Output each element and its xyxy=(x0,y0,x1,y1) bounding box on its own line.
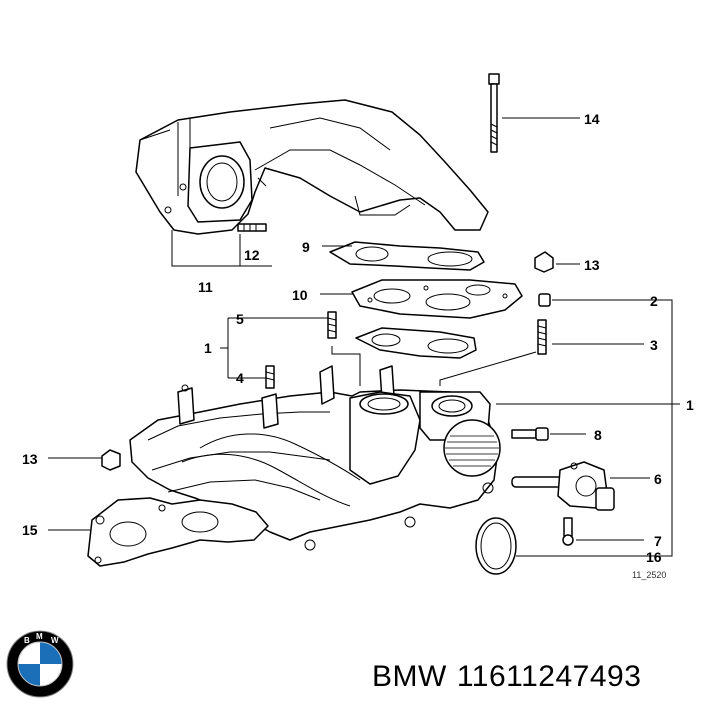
stud-5 xyxy=(327,311,337,339)
bolt-8 xyxy=(511,427,549,441)
callout-6: 6 xyxy=(654,471,662,487)
upper-intake-manifold xyxy=(135,99,489,235)
bolt-14 xyxy=(488,73,500,153)
nut-13-lower xyxy=(101,449,121,471)
bushing-2 xyxy=(538,293,551,307)
gasket-9 xyxy=(329,241,485,271)
callout-2: 2 xyxy=(650,293,658,309)
idle-control-valve-6 xyxy=(511,461,615,511)
stud-3 xyxy=(537,319,547,355)
callout-5: 5 xyxy=(236,311,244,327)
o-ring-16 xyxy=(475,517,517,575)
callout-12: 12 xyxy=(244,247,260,263)
callout-4: 4 xyxy=(236,370,244,386)
nut-13-upper xyxy=(534,251,554,273)
svg-text:M: M xyxy=(36,632,43,641)
callout-13-lower: 13 xyxy=(22,451,38,467)
callout-labels: 14 9 12 11 13 10 2 5 1 3 4 1 13 8 6 15 7… xyxy=(22,111,694,580)
leader-lines xyxy=(48,117,680,557)
manifold-gasket-15 xyxy=(87,497,269,567)
callout-8: 8 xyxy=(594,427,602,443)
brand-name: BMW xyxy=(372,660,447,693)
callout-7: 7 xyxy=(654,533,662,549)
callout-1-right: 1 xyxy=(686,397,694,413)
svg-text:B: B xyxy=(24,636,30,645)
screw-7 xyxy=(562,517,574,546)
callout-10: 10 xyxy=(292,287,308,303)
callout-15: 15 xyxy=(22,522,38,538)
callout-3: 3 xyxy=(650,337,658,353)
callout-14: 14 xyxy=(584,111,600,127)
callout-9: 9 xyxy=(302,239,310,255)
callout-16: 16 xyxy=(646,549,662,565)
callout-13-upper: 13 xyxy=(584,257,600,273)
stud-12 xyxy=(237,223,267,232)
spacer-plate-10 xyxy=(351,279,523,319)
gasket-lower xyxy=(355,327,477,359)
part-number: 11611247493 xyxy=(456,660,642,693)
boss-hatching xyxy=(445,435,499,467)
bmw-roundel-logo: B M W xyxy=(6,630,74,698)
part-number-caption: BMW 11611247493 xyxy=(372,660,651,694)
callout-1-left: 1 xyxy=(204,340,212,356)
callout-11: 11 xyxy=(198,279,213,295)
svg-text:W: W xyxy=(51,636,59,645)
brand-caption-row: B M W BMW 11611247493 xyxy=(0,624,720,720)
diagram-reference-code: 11_2520 xyxy=(632,570,666,580)
stud-4 xyxy=(265,365,275,389)
